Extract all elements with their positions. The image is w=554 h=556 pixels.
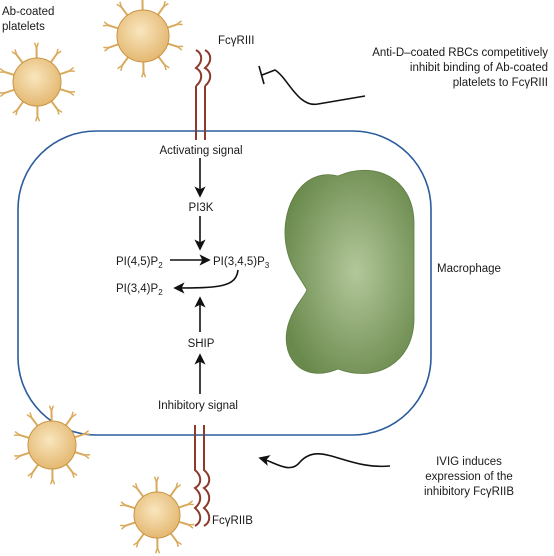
platelet-spike-tip <box>176 540 182 545</box>
platelet-body <box>12 57 62 107</box>
platelet-spike-tip <box>154 476 158 483</box>
platelet-3 <box>13 405 91 485</box>
ship-label: SHIP <box>188 338 215 350</box>
platelet-spike-tip <box>121 524 127 530</box>
macrophage-nucleus <box>284 169 415 374</box>
platelet-spike-tip <box>55 48 59 55</box>
platelet-spike-tip <box>175 482 179 489</box>
pi34p2-label: PI(3,4)P2 <box>116 283 163 297</box>
inhibition-bar <box>258 65 265 85</box>
anti-d-inhibition-line <box>261 69 366 105</box>
platelet-spike-tip <box>135 541 139 548</box>
platelet-spike-tip <box>162 1 166 8</box>
fcgriii-receptor <box>194 49 212 140</box>
platelet-spike-tip <box>15 109 19 116</box>
fcgriib-receptor <box>193 425 211 527</box>
ab-coated-label-line1: Ab-coated <box>2 6 54 18</box>
platelet-1 <box>102 0 184 78</box>
activating-signal-label: Activating signal <box>159 145 242 157</box>
platelet-spike-tip <box>11 51 18 56</box>
ab-coated-label-line2: platelets <box>2 21 45 33</box>
platelet-4 <box>119 476 195 554</box>
ivig-label-line1: IVIG induces <box>436 456 502 468</box>
platelet-spike-tip <box>71 471 78 476</box>
platelet-spike-tip <box>132 485 138 490</box>
platelet-spike-tip <box>0 92 6 97</box>
platelet-body <box>133 491 181 539</box>
inhibitory-signal-label: Inhibitory signal <box>158 400 238 412</box>
platelets-group <box>0 0 195 554</box>
platelet-spike-tip <box>120 64 124 71</box>
ivig-label-line2: expression of the <box>425 471 513 483</box>
platelet-spike-tip <box>142 71 147 78</box>
platelet-spike-tip <box>116 3 123 8</box>
platelet-spike-tip <box>51 478 56 485</box>
ivig-label-line3: inhibitory FcγRIIB <box>424 486 514 498</box>
platelet-spike-tip <box>30 472 34 479</box>
platelet-spike-tip <box>56 108 63 113</box>
platelet-spike-tip <box>156 547 160 554</box>
platelet-body <box>116 9 170 63</box>
pi3k-label: PI3K <box>189 202 214 214</box>
macrophage-label: Macrophage <box>437 263 501 275</box>
anti-d-label-line3: platelets to FcγRIII <box>453 77 548 89</box>
platelet-spike-tip <box>26 414 33 419</box>
pi345p3-label: PI(3,4,5)P3 <box>213 256 270 270</box>
arrow-pip3-to-pi34p2 <box>173 269 239 294</box>
fcgriib-label: FcγRIIB <box>212 515 253 527</box>
platelet-spike-tip <box>187 500 193 506</box>
platelet-spike-tip <box>176 20 182 26</box>
platelet-body <box>27 420 77 470</box>
ivig-arrow <box>258 453 391 469</box>
cell-membrane <box>17 130 432 436</box>
anti-d-label-line2: inhibit binding of Ab-coated <box>410 62 548 74</box>
platelet-spike-tip <box>163 64 170 69</box>
fcgriii-label: FcγRIII <box>218 35 254 47</box>
platelet-spike-tip <box>48 405 53 412</box>
platelet-spike-tip <box>70 411 74 418</box>
platelet-spike-tip <box>15 455 21 460</box>
pi45p2-label: PI(4,5)P2 <box>116 256 163 270</box>
platelet-spike-tip <box>83 430 89 435</box>
anti-d-label-line1: Anti-D–coated RBCs competitively <box>372 47 548 59</box>
platelet-2 <box>0 42 76 122</box>
platelet-spike-tip <box>33 42 38 49</box>
platelet-spike-tip <box>36 115 41 122</box>
platelet-spike-tip <box>104 46 110 52</box>
platelet-spike-tip <box>68 67 74 72</box>
